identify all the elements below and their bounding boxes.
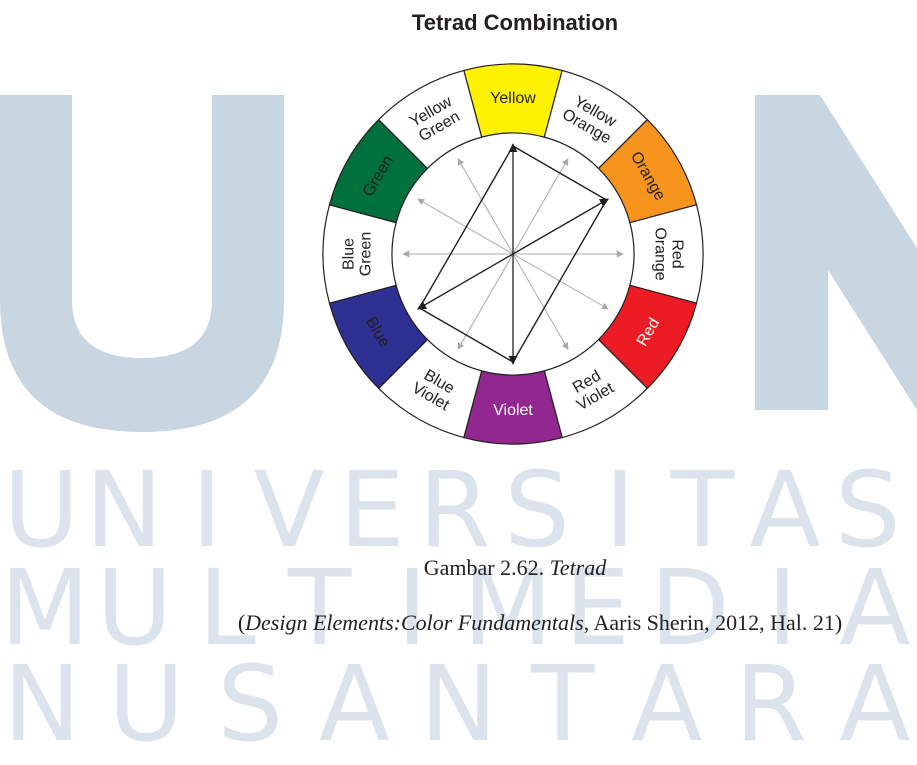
watermark-letter: T bbox=[670, 449, 735, 571]
segment-yellow-green bbox=[377, 69, 483, 170]
arrow-yellow-green bbox=[457, 158, 514, 255]
label-violet: Violet bbox=[493, 402, 533, 419]
watermark-letter: R bbox=[734, 643, 807, 765]
watermark-letter: A bbox=[839, 547, 911, 669]
label-red-orange: RedOrange bbox=[652, 227, 686, 280]
watermark-letter: I bbox=[396, 547, 428, 669]
source-rest: , Aaris Sherin, 2012, Hal. 21) bbox=[583, 610, 843, 635]
tetrad-rectangle bbox=[418, 145, 608, 363]
arrow-yellow-orange bbox=[512, 158, 569, 255]
watermark-letter: L bbox=[198, 547, 257, 669]
arrow-orange bbox=[512, 198, 610, 255]
label-yellow: Yellow bbox=[490, 90, 536, 107]
watermark-letter: A bbox=[839, 643, 911, 765]
watermark-letter: E bbox=[339, 449, 405, 571]
watermark-big-n bbox=[755, 95, 917, 410]
label-blue-green: BlueGreen bbox=[341, 232, 375, 276]
watermark-letter: N bbox=[3, 643, 81, 765]
watermark-letter: V bbox=[253, 449, 325, 571]
watermark-letter: U bbox=[96, 547, 173, 669]
watermark-letter: N bbox=[85, 449, 163, 571]
arrow-green bbox=[417, 198, 514, 255]
watermark-letter: U bbox=[3, 449, 80, 571]
watermark-letter: M bbox=[0, 547, 90, 669]
diagram-title: Tetrad Combination bbox=[411, 10, 619, 35]
arrow-red bbox=[512, 253, 609, 310]
watermark-letter: R bbox=[418, 449, 491, 571]
caption-prefix: Gambar 2.62. bbox=[423, 555, 550, 580]
watermark-letter: I bbox=[191, 449, 222, 571]
watermark-letter: T bbox=[287, 547, 352, 669]
watermark-letter: T bbox=[530, 643, 595, 765]
watermark-letter: I bbox=[767, 547, 798, 669]
watermark-letter: E bbox=[564, 547, 631, 669]
watermark-letter: S bbox=[834, 449, 901, 571]
figure-source: (Design Elements:Color Fundamentals, Aar… bbox=[0, 610, 917, 636]
watermark-letter: S bbox=[504, 449, 571, 571]
caption-italic: Tetrad bbox=[549, 555, 607, 580]
arrow-red-violet bbox=[512, 253, 569, 350]
watermark-letter: D bbox=[649, 547, 730, 669]
watermark-letter: M bbox=[462, 547, 553, 669]
watermark-letter: I bbox=[604, 449, 636, 571]
tetrad-arrows bbox=[402, 143, 624, 365]
arrow-blue-violet bbox=[457, 253, 514, 350]
source-title: Design Elements:Color Fundamentals bbox=[245, 610, 584, 635]
watermark-big-u bbox=[0, 95, 284, 432]
arrow-blue bbox=[416, 253, 514, 310]
watermark-letter: A bbox=[749, 449, 821, 571]
watermark-letter: A bbox=[318, 643, 390, 765]
watermark-letter: A bbox=[631, 643, 703, 765]
figure-caption: Gambar 2.62. Tetrad bbox=[0, 555, 917, 581]
watermark-letter: S bbox=[217, 643, 284, 765]
watermark-letter: U bbox=[108, 643, 185, 765]
watermark-letter: N bbox=[419, 643, 498, 765]
source-open: ( bbox=[237, 610, 246, 635]
